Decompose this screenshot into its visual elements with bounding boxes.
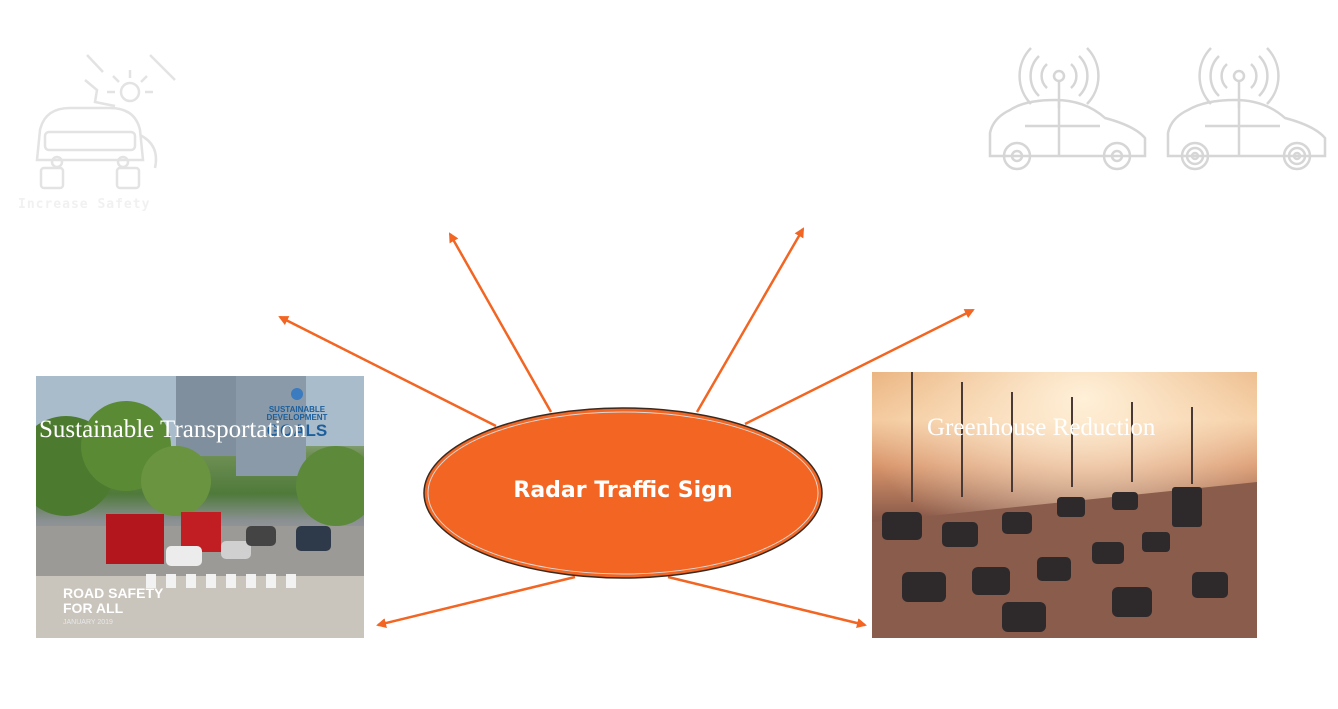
- cover-title: ROAD SAFETY FOR ALL: [63, 586, 163, 615]
- arrow-upper-left: [278, 315, 497, 428]
- car-lamp-icon: [25, 50, 185, 195]
- radar-cars-icon: [985, 38, 1330, 178]
- center-node-label: Radar Traffic Sign: [513, 478, 733, 503]
- arrow-lower-right: [667, 575, 867, 628]
- cover-date: JANUARY 2019: [63, 619, 113, 626]
- sdg-line-1: SUSTAINABLE: [268, 405, 326, 414]
- arrow-up-right: [695, 227, 805, 413]
- arrow-upper-right: [744, 308, 975, 426]
- un-emblem-icon: [291, 388, 303, 400]
- sdg-line-3: GOALS: [266, 421, 328, 440]
- center-ellipse: [423, 407, 823, 579]
- greenhouse-reduction-photo: Greenhouse Reduction: [872, 372, 1257, 638]
- greenhouse-reduction-title: Greenhouse Reduction: [927, 414, 1156, 441]
- cover-title-line-1: ROAD SAFETY: [63, 585, 164, 601]
- sdg-badge: SUSTAINABLE DEVELOPMENT GOALS: [256, 388, 338, 439]
- sustainable-transport-title: Sustainable Transportation: [39, 416, 307, 443]
- arrow-up-left: [448, 232, 553, 413]
- safety-caption: Increase Safety: [18, 197, 151, 212]
- arrow-lower-left: [376, 575, 576, 628]
- sustainable-transport-photo: SUSTAINABLE DEVELOPMENT GOALS Sustainabl…: [36, 376, 364, 638]
- sdg-line-2: DEVELOPMENT: [266, 413, 328, 422]
- cover-title-line-2: FOR ALL: [63, 599, 124, 616]
